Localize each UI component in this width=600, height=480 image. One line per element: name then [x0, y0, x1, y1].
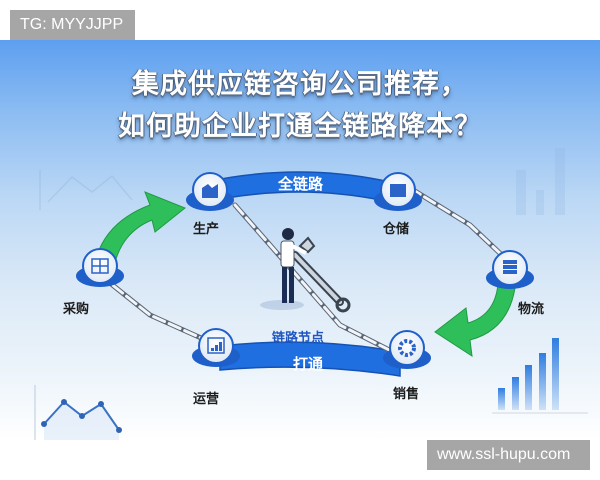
wrench-icon: [291, 236, 351, 313]
node-label-production: 生产: [193, 222, 220, 237]
bar-chart-decoration: [498, 338, 559, 410]
headline-line-1: 集成供应链咨询公司推荐，: [132, 69, 468, 100]
headline-line-2: 如何助企业打通全链路降本？: [118, 111, 482, 142]
bottom-ribbon: [219, 341, 401, 377]
node-label-procurement: 采购: [63, 302, 90, 317]
node-label-sales: 销售: [393, 387, 420, 402]
faint-bar-chart-bg: [516, 148, 565, 215]
node-label-operations: 运营: [193, 392, 220, 407]
node-label-warehousing: 仓储: [383, 222, 410, 237]
watermark-badge-top: TG: MYYJJPP: [10, 10, 135, 40]
ribbon-label-top: 全链路: [278, 175, 324, 193]
server-stack-icon: [503, 260, 517, 274]
package-icon: [91, 258, 109, 274]
bar-chart-icon: [207, 337, 225, 354]
watermark-badge-url: www.ssl-hupu.com: [427, 440, 590, 470]
supply-chain-illustration: 集成供应链咨询公司推荐， 如何助企业打通全链路降本？ 全链路 打通 链路节点 生…: [0, 40, 600, 440]
node-discs: [76, 172, 534, 369]
node-label-logistics: 物流: [518, 302, 545, 317]
green-arrow-right: [434, 283, 516, 358]
line-chart-decoration: [34, 385, 122, 440]
ribbon-label-bottom: 打通: [293, 355, 324, 373]
illustration-graphics: [34, 148, 588, 440]
center-caption: 链路节点: [272, 331, 325, 346]
faint-line-chart-bg: [39, 170, 133, 210]
chain-links-highlight: [98, 186, 507, 360]
factory-icon: [202, 184, 218, 198]
green-arrow-left: [94, 191, 186, 267]
warehouse-icon: [390, 184, 406, 197]
gear-icon: [398, 339, 416, 357]
worker-figure: [260, 228, 307, 310]
